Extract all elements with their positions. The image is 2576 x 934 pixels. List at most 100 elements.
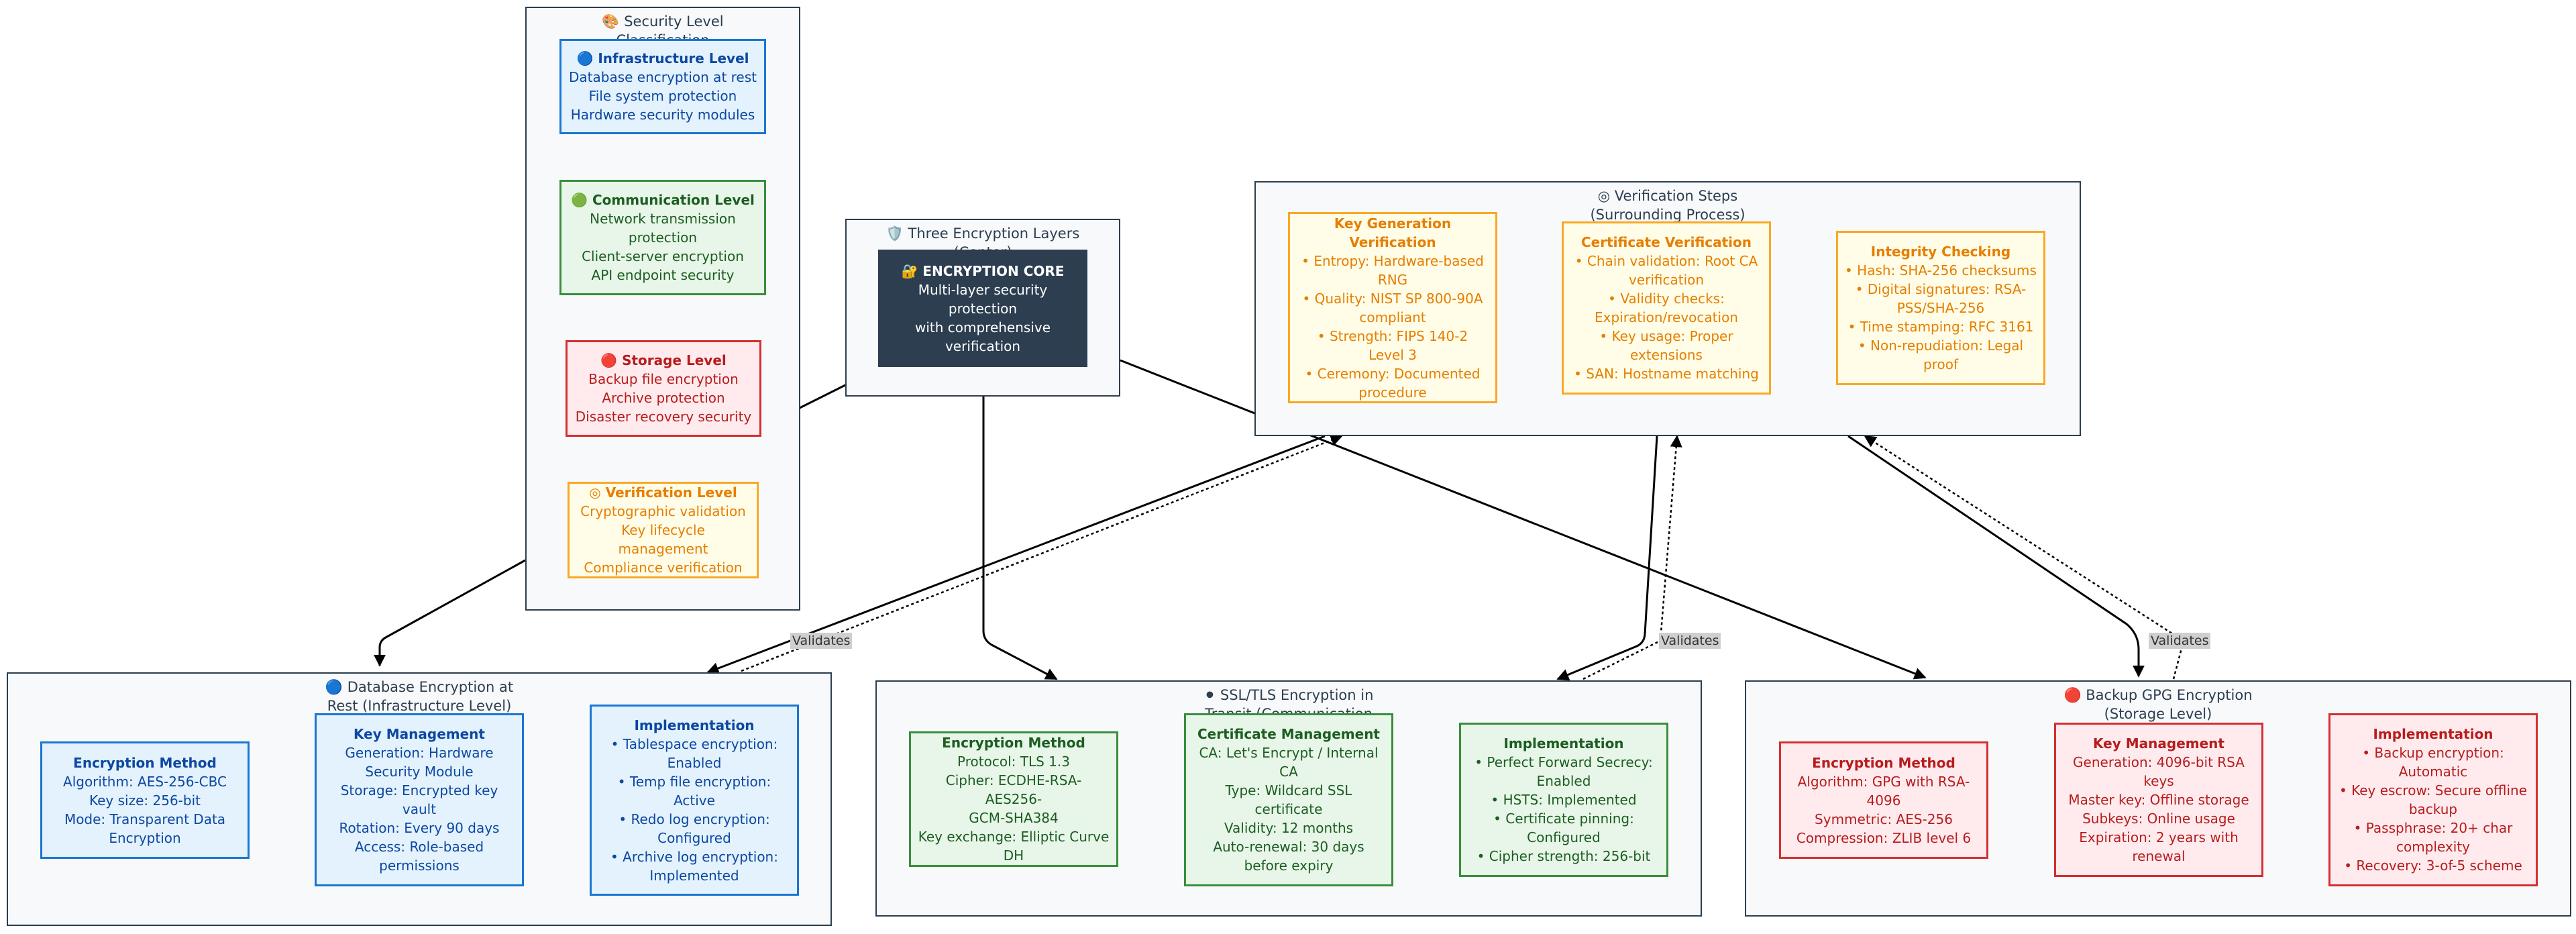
edge-classification-to-database xyxy=(374,559,526,667)
node-title: Implementation xyxy=(2373,726,2493,742)
node-line: PSS/SHA-256 xyxy=(1896,300,1985,316)
node-line: File system protection xyxy=(588,88,737,104)
node-line: Algorithm: AES-256-CBC xyxy=(63,773,227,790)
node-line: Enabled xyxy=(667,754,722,771)
node-line: Enabled xyxy=(1536,773,1591,789)
node-title: Integrity Checking xyxy=(1870,244,2011,260)
integrity-checking-node: Integrity Checking • Hash: SHA-256 check… xyxy=(1836,231,2045,385)
node-line: Client-server encryption xyxy=(582,248,744,264)
node-line: • Passphrase: 20+ char xyxy=(2353,820,2513,836)
node-line: Cipher: ECDHE-RSA-AES256- xyxy=(945,772,1082,807)
node-line: • Key usage: Proper xyxy=(1599,328,1733,344)
node-line: • Cipher strength: 256-bit xyxy=(1477,848,1651,864)
node-title: Key Generation Verification xyxy=(1334,215,1452,250)
node-line: Disaster recovery security xyxy=(575,409,752,425)
node-line: Symmetric: AES-256 xyxy=(1815,811,1953,827)
node-line: DH xyxy=(1003,847,1024,864)
node-line: Rotation: Every 90 days xyxy=(339,820,500,836)
cluster-title-gpg: 🔴 Backup GPG Encryption (Storage Level) xyxy=(2063,687,2253,722)
node-line: • Hash: SHA-256 checksums xyxy=(1845,262,2037,278)
node-line: CA xyxy=(1279,764,1298,780)
node-line: Validity: 12 months xyxy=(1224,820,1354,836)
node-line: Protocol: TLS 1.3 xyxy=(957,754,1070,770)
node-line: Multi-layer security xyxy=(918,281,1048,298)
infrastructure-level-node: 🔵 Infrastructure Level Database encrypti… xyxy=(559,39,766,134)
node-line: • Archive log encryption: xyxy=(610,848,778,865)
node-line: • Time stamping: RFC 3161 xyxy=(1847,319,2034,335)
node-line: Algorithm: GPG with RSA- xyxy=(1797,773,1970,790)
node-line: Hardware security modules xyxy=(570,107,755,123)
node-line: • SAN: Hostname matching xyxy=(1574,366,1759,382)
node-title: 🔴 Storage Level xyxy=(600,352,727,368)
node-line: permissions xyxy=(379,858,460,874)
node-line: GCM-SHA384 xyxy=(969,810,1059,826)
db-encryption-method-node: Encryption Method Algorithm: AES-256-CBC… xyxy=(40,741,250,859)
node-line: vault xyxy=(402,801,437,817)
certificate-verification-node: Certificate Verification • Chain validat… xyxy=(1562,221,1771,395)
node-line: Auto-renewal: 30 days xyxy=(1213,839,1364,855)
edge-core-to-ssl xyxy=(982,396,1058,680)
node-line: Cryptographic validation xyxy=(580,503,746,519)
cluster-title-verification: ◎ Verification Steps (Surrounding Proces… xyxy=(1590,188,1746,223)
node-line: Archive protection xyxy=(602,390,725,406)
node-line: • Recovery: 3-of-5 scheme xyxy=(2344,858,2522,874)
node-line: Network transmission xyxy=(590,211,736,227)
node-line: • Backup encryption: xyxy=(2362,745,2504,761)
gpg-key-management-node: Key Management Generation: 4096-bit RSA … xyxy=(2054,723,2263,877)
node-line: Master key: Offline storage xyxy=(2068,792,2249,808)
gpg-encryption-method-node: Encryption Method Algorithm: GPG with RS… xyxy=(1779,741,1988,859)
gpg-implementation-node: Implementation • Backup encryption: Auto… xyxy=(2328,713,2538,886)
node-title: Implementation xyxy=(1503,735,1624,751)
node-line: Level 3 xyxy=(1368,346,1417,363)
node-line: • Certificate pinning: xyxy=(1493,811,1634,827)
node-line: extensions xyxy=(1630,347,1703,363)
node-title: 🔐 ENCRYPTION CORE xyxy=(901,262,1065,279)
node-line: Configured xyxy=(1527,829,1601,845)
node-line: • Validity checks: xyxy=(1608,291,1725,307)
node-line: • Perfect Forward Secrecy: xyxy=(1474,754,1653,770)
node-title: Key Management xyxy=(354,726,485,742)
node-line: protection xyxy=(628,229,698,246)
node-title: Key Management xyxy=(2093,735,2224,751)
edge-label-validates-gpg: Validates xyxy=(2149,633,2211,649)
node-line: before expiry xyxy=(1244,858,1334,874)
key-generation-verification-node: Key Generation Verification • Entropy: H… xyxy=(1288,212,1497,403)
node-line: Implemented xyxy=(649,867,739,884)
ssl-implementation-node: Implementation • Perfect Forward Secrecy… xyxy=(1459,723,1668,877)
node-line: • Digital signatures: RSA- xyxy=(1855,281,2027,297)
node-line: Compliance verification xyxy=(584,560,743,576)
node-line: • Chain validation: Root CA xyxy=(1574,253,1758,269)
node-line: keys xyxy=(2143,773,2174,789)
node-line: verification xyxy=(945,338,1021,354)
node-line: API endpoint security xyxy=(591,267,735,283)
communication-level-node: 🟢 Communication Level Network transmissi… xyxy=(559,180,766,295)
node-line: Database encryption at rest xyxy=(569,69,757,85)
storage-level-node: 🔴 Storage Level Backup file encryption A… xyxy=(566,340,761,437)
node-line: Key exchange: Elliptic Curve xyxy=(918,829,1110,845)
node-title: ◎ Verification Level xyxy=(589,484,737,501)
node-line: • Key escrow: Secure offline xyxy=(2339,782,2528,798)
node-line: Active xyxy=(674,792,715,809)
node-line: proof xyxy=(1923,356,1958,372)
node-line: • Temp file encryption: xyxy=(617,773,771,790)
ssl-certificate-management-node: Certificate Management CA: Let's Encrypt… xyxy=(1184,713,1393,886)
node-title: Encryption Method xyxy=(73,754,217,771)
node-line: Storage: Encrypted key xyxy=(340,782,498,798)
node-line: Access: Role-based xyxy=(354,839,484,855)
node-line: Generation: Hardware xyxy=(345,745,494,761)
node-line: Key lifecycle management xyxy=(618,522,708,557)
node-line: procedure xyxy=(1358,384,1427,401)
node-line: • Entropy: Hardware-based xyxy=(1301,252,1484,269)
node-title: Encryption Method xyxy=(1812,754,1955,771)
node-line: Configured xyxy=(657,829,731,846)
node-line: • Strength: FIPS 140-2 xyxy=(1317,327,1468,344)
node-line: Key size: 256-bit xyxy=(89,792,201,809)
node-line: Mode: Transparent Data xyxy=(64,811,226,827)
ssl-encryption-method-node: Encryption Method Protocol: TLS 1.3 Ciph… xyxy=(909,731,1118,867)
edge-label-validates-database: Validates xyxy=(790,633,853,649)
node-line: Automatic xyxy=(2398,764,2468,780)
node-line: Generation: 4096-bit RSA xyxy=(2073,754,2245,770)
node-line: Encryption xyxy=(109,829,181,846)
edge-gpg-validates-verification xyxy=(1864,435,2185,680)
db-key-management-node: Key Management Generation: Hardware Secu… xyxy=(315,713,524,886)
